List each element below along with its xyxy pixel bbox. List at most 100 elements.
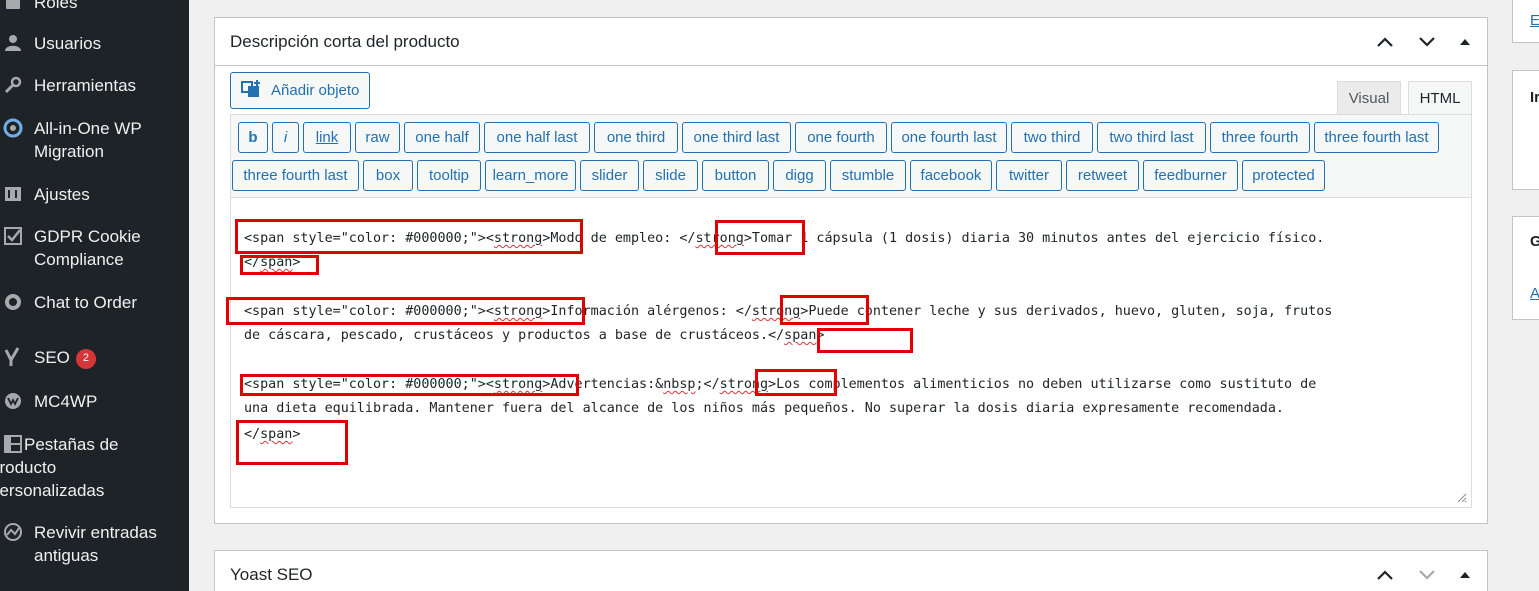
settings-icon [2, 183, 24, 205]
qt-button-b[interactable]: b [238, 122, 268, 153]
add-media-button[interactable]: Añadir objeto [230, 72, 371, 109]
qt-button-box[interactable]: box [363, 160, 413, 191]
annotation-box [226, 297, 585, 325]
notification-badge: 2 [75, 348, 96, 369]
add-media-label: Añadir objeto [271, 82, 360, 99]
qt-button-link[interactable]: link [303, 122, 351, 153]
qt-button-raw[interactable]: raw [355, 122, 400, 153]
sidebar-item-label: SEO [34, 348, 70, 367]
sidebar-item-label-wrap: SEO 2 [34, 346, 184, 369]
right-metabox-3: G A [1512, 216, 1539, 320]
metabox-title: Yoast SEO [230, 565, 313, 584]
right-metabox-2: Ir [1512, 70, 1539, 190]
qt-button-two-third-last[interactable]: two third last [1097, 122, 1206, 153]
qt-button-one-third[interactable]: one third [594, 122, 678, 153]
qt-button-one-half-last[interactable]: one half last [484, 122, 590, 153]
sidebar-item-gdpr[interactable]: GDPR Cookie Compliance [0, 225, 189, 271]
qt-button-two-third[interactable]: two third [1011, 122, 1093, 153]
qt-button-twitter[interactable]: twitter [996, 160, 1062, 191]
short-description-metabox: Descripción corta del producto Añadir ob… [214, 17, 1488, 524]
sidebar-item-mc4wp[interactable]: MC4WP [0, 390, 189, 413]
tabs-icon [2, 433, 24, 455]
right-metabox-1: El [1512, 0, 1539, 43]
sidebar-item-label: MC4WP [34, 392, 98, 411]
qt-button-three-fourth[interactable]: three fourth [1210, 122, 1310, 153]
metabox-header: Descripción corta del producto [215, 18, 1487, 66]
right-metabox-title: Ir [1530, 89, 1539, 106]
sidebar-item-ajustes[interactable]: Ajustes [0, 183, 189, 206]
sidebar-item-roles[interactable]: Roles [0, 0, 189, 14]
html-editor-textarea[interactable]: <span style="color: #000000;"><strong>Mo… [230, 198, 1472, 508]
whatsapp-icon [2, 291, 24, 313]
sidebar-item-label: Roles [34, 0, 78, 12]
qt-button-one-third-last[interactable]: one third last [682, 122, 791, 153]
sidebar-item-label: All-in-One WP Migration [34, 119, 142, 161]
annotation-box [780, 295, 869, 325]
qt-button-one-fourth-last[interactable]: one fourth last [891, 122, 1007, 153]
qt-button-i[interactable]: i [272, 122, 299, 153]
tab-html[interactable]: HTML [1408, 81, 1472, 114]
qt-button-one-half[interactable]: one half [404, 122, 480, 153]
sidebar-item-label: Ajustes [34, 185, 90, 204]
qt-button-digg[interactable]: digg [773, 160, 826, 191]
qt-button-tooltip[interactable]: tooltip [417, 160, 481, 191]
qt-button-one-fourth[interactable]: one fourth [795, 122, 887, 153]
code-line: <span style="color: #000000;"><strong>In… [244, 304, 1333, 319]
toggle-panel-icon[interactable] [1454, 565, 1476, 585]
right-link[interactable]: A [1530, 285, 1539, 302]
move-up-icon[interactable] [1374, 565, 1396, 585]
annotation-box [236, 420, 348, 465]
qt-button-feedburner[interactable]: feedburner [1143, 160, 1238, 191]
code-line: de cáscara, pescado, crustáceos y produc… [244, 328, 825, 343]
sidebar-item-revive[interactable]: Revivir entradas antiguas [0, 521, 189, 567]
qt-button-button[interactable]: button [702, 160, 769, 191]
qt-button-slide[interactable]: slide [643, 160, 698, 191]
sidebar-item-label: Usuarios [34, 34, 102, 53]
annotation-box [715, 220, 805, 255]
qt-button-learn-more[interactable]: learn_more [485, 160, 576, 191]
tab-visual[interactable]: Visual [1337, 81, 1401, 114]
sidebar-item-seo[interactable]: SEO 2 [0, 346, 189, 369]
roles-icon [2, 0, 24, 13]
qt-button-slider[interactable]: slider [580, 160, 639, 191]
sidebar-item-chat-to-order[interactable]: Chat to Order [0, 291, 189, 314]
qt-button-retweet[interactable]: retweet [1066, 160, 1139, 191]
move-up-icon[interactable] [1374, 32, 1396, 52]
sidebar-item-label: GDPR Cookie Compliance [34, 227, 141, 269]
qt-button-three-fourth-last[interactable]: three fourth last [1314, 122, 1439, 153]
move-down-icon[interactable] [1416, 32, 1438, 52]
code-line: <span style="color: #000000;"><strong>Ad… [244, 377, 1317, 392]
admin-sidebar: Roles Usuarios Herramientas All-in-One W… [0, 0, 189, 591]
quicktags-toolbar: b i link raw one half one half last one … [230, 114, 1472, 198]
qt-button-three-fourth-last-2[interactable]: three fourth last [232, 160, 359, 191]
sidebar-item-label: Revivir entradas antiguas [34, 523, 157, 565]
qt-button-stumble[interactable]: stumble [830, 160, 906, 191]
toggle-panel-icon[interactable] [1454, 32, 1476, 52]
qt-button-protected[interactable]: protected [1242, 160, 1325, 191]
gdpr-check-icon [2, 225, 24, 247]
right-metabox-title: G [1530, 233, 1539, 250]
right-link[interactable]: El [1530, 12, 1539, 29]
code-line: una dieta equilibrada. Mantener fuera de… [244, 401, 1284, 416]
sidebar-item-usuarios[interactable]: Usuarios [0, 32, 189, 55]
sidebar-item-label: Pestañas de producto personalizadas [0, 435, 119, 500]
users-icon [2, 32, 24, 54]
annotation-box [235, 219, 583, 254]
sidebar-item-herramientas[interactable]: Herramientas [0, 74, 189, 97]
move-down-icon[interactable] [1416, 565, 1438, 585]
sidebar-item-migration[interactable]: All-in-One WP Migration [0, 117, 189, 163]
resize-handle-icon[interactable] [1457, 493, 1467, 503]
sidebar-item-label: Herramientas [34, 76, 137, 95]
yoast-seo-metabox: Yoast SEO [214, 550, 1488, 591]
annotation-box [817, 328, 913, 353]
annotation-box [240, 255, 319, 275]
tools-icon [2, 74, 24, 96]
code-line: </span> [244, 255, 301, 270]
code-line: <span style="color: #000000;"><strong>Mo… [244, 231, 1325, 246]
annotation-box [240, 374, 579, 396]
sidebar-item-product-tabs[interactable]: Pestañas de producto personalizadas [0, 433, 189, 502]
qt-button-facebook[interactable]: facebook [910, 160, 992, 191]
code-line: </span> [244, 427, 301, 442]
mc4wp-icon [2, 390, 24, 412]
migration-icon [2, 117, 24, 139]
